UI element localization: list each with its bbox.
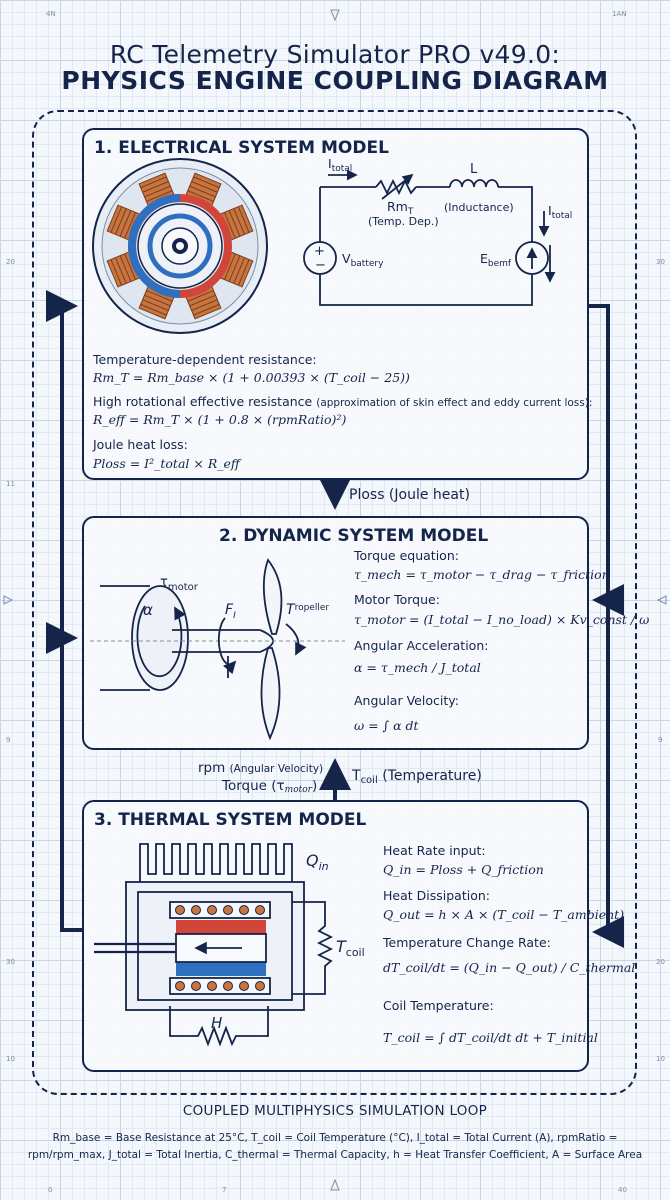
eq-heat-dissipation: Q_out = h × A × (T_coil − T_ambient)	[383, 907, 625, 922]
i-total-right-label: Itotal	[548, 203, 572, 221]
rmt-note: (Temp. Dep.)	[368, 215, 439, 228]
coil-windings	[175, 905, 265, 991]
ruler-mark: 10	[6, 1055, 15, 1063]
ruler-mark: 40	[618, 1186, 627, 1194]
right-loop-line	[589, 304, 624, 948]
left-loop-line	[46, 290, 82, 932]
winding-dot	[255, 905, 265, 915]
eq-torque: τ_mech = τ_motor − τ_drag − τ_friction	[354, 567, 610, 582]
ruler-mark: 20	[6, 258, 15, 266]
ruler-mark: 20	[656, 958, 665, 966]
rpm-coupling-label: rpm (Angular Velocity)	[198, 760, 324, 776]
eq-heat-rate: Q_in = Ploss + Q_friction	[383, 862, 544, 877]
ruler-mark: 7	[222, 1186, 227, 1194]
thermal-motor-diagram: Qin Tcoil H	[94, 843, 365, 1047]
dyn-eq1-label: Torque equation:	[354, 548, 459, 563]
loop-label: COUPLED MULTIPHYSICS SIMULATION LOOP	[182, 1103, 488, 1119]
ruler-mark: 9	[6, 736, 11, 744]
inductor-note: (Inductance)	[444, 201, 514, 214]
ruler-mark: 10	[656, 1055, 665, 1063]
th-eq4-label: Coil Temperature:	[383, 998, 494, 1013]
winding-dot	[207, 905, 217, 915]
eq-temp-resistance: Rm_T = Rm_base × (1 + 0.00393 × (T_coil …	[93, 370, 410, 385]
ruler-mark: 1AN	[612, 10, 627, 18]
eq2-label: High rotational effective resistance (ap…	[93, 394, 593, 409]
ruler-mark: 11	[6, 480, 15, 488]
winding-dot	[191, 981, 201, 991]
eq-coil-temperature: T_coil = ∫ dT_coil/dt dt + T_initial	[383, 1030, 598, 1045]
emf-label: Ebemf	[480, 251, 512, 269]
winding-dot	[175, 981, 185, 991]
winding-dot	[191, 905, 201, 915]
dyn-eq3-label: Angular Acceleration:	[354, 638, 489, 653]
rmt-label: RmT	[387, 199, 414, 217]
electrical-title: 1. ELECTRICAL SYSTEM MODEL	[94, 138, 389, 158]
torque-coupling-label: Torque (τmotor)	[222, 778, 318, 795]
symbol-legend: Rm_base = Base Resistance at 25°C, T_coi…	[27, 1132, 643, 1161]
ploss-coupling-label: Ploss (Joule heat)	[349, 487, 470, 503]
winding-dot	[175, 905, 185, 915]
propeller-dynamics-diagram: τmotor α FI Tropeller	[90, 558, 345, 741]
dynamic-title: 2. DYNAMIC SYSTEM MODEL	[219, 526, 489, 546]
eq-angular-acceleration: α = τ_mech / J_total	[354, 660, 481, 675]
alpha-label: α	[143, 601, 153, 619]
svg-text:−: −	[315, 258, 326, 273]
ruler-mark: 0	[48, 1186, 53, 1194]
winding-dot	[207, 981, 217, 991]
thermal-title: 3. THERMAL SYSTEM MODEL	[94, 810, 367, 830]
ruler-mark: 30	[6, 958, 15, 966]
q-in-label: Qin	[306, 851, 329, 873]
t-coil-label: Tcoil	[336, 937, 365, 959]
i-total-label: Itotal	[328, 156, 352, 174]
winding-dot	[255, 981, 265, 991]
electrical-circuit-diagram: + − Itotal RmT (Temp. Dep.) L (Inductanc…	[303, 156, 572, 306]
tau-motor-label: τmotor	[160, 575, 199, 593]
dyn-eq4-label: Angular Velocity:	[354, 693, 459, 708]
eq-angular-velocity: ω = ∫ α dt	[354, 718, 419, 733]
eq-temperature-change: dT_coil/dt = (Q_in − Q_out) / C_thermal	[383, 960, 636, 975]
eq-motor-torque: τ_motor = (I_total − I_no_load) × Kv_con…	[354, 612, 650, 627]
tpropeller-label: Tropeller	[286, 602, 329, 618]
svg-text:+: +	[314, 244, 325, 259]
winding-dot	[239, 905, 249, 915]
title-line-2: PHYSICS ENGINE COUPLING DIAGRAM	[61, 66, 609, 95]
title-line-1: RC Telemetry Simulator PRO v49.0:	[109, 40, 561, 69]
eq1-label: Temperature-dependent resistance:	[93, 352, 317, 367]
winding-dot	[223, 905, 233, 915]
tcoil-coupling-label: Tcoil (Temperature)	[352, 768, 482, 786]
battery-label: Vbattery	[342, 251, 384, 269]
ruler-mark: 30	[656, 258, 665, 266]
coupled-loop-frame	[32, 110, 637, 1095]
fi-label: FI	[225, 602, 236, 621]
th-eq3-label: Temperature Change Rate:	[383, 935, 551, 950]
eq-effective-resistance: R_eff = Rm_T × (1 + 0.8 × (rpmRatio)²)	[93, 412, 347, 427]
th-eq1-label: Heat Rate input:	[383, 843, 486, 858]
eq3-label: Joule heat loss:	[93, 437, 188, 452]
ruler-mark: 4N	[46, 10, 56, 18]
eq-joule-loss: Ploss = I²_total × R_eff	[93, 456, 240, 471]
h-label: H	[211, 1014, 222, 1032]
dyn-eq2-label: Motor Torque:	[354, 592, 440, 607]
winding-dot	[223, 981, 233, 991]
inductor-label: L	[470, 162, 478, 177]
motor-cross-section-icon	[92, 158, 268, 334]
ruler-mark: 9	[658, 736, 663, 744]
th-eq2-label: Heat Dissipation:	[383, 888, 490, 903]
winding-dot	[239, 981, 249, 991]
